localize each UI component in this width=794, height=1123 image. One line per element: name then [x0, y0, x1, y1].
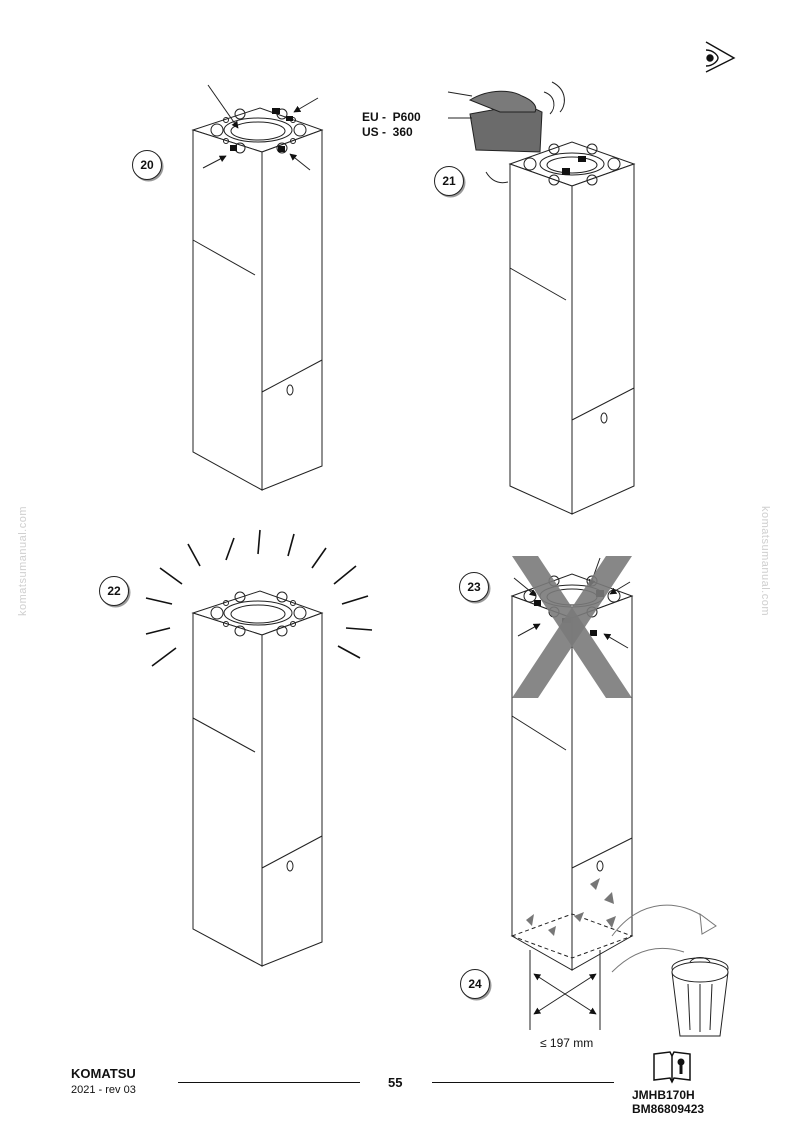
footer-rule-right [432, 1082, 614, 1083]
trash-bin-icon [671, 957, 729, 1037]
column-step-23 [510, 556, 717, 1030]
watermark-right: komatsumanual.com [759, 506, 771, 616]
us-grit: 360 [392, 125, 413, 139]
step-20-badge: 20 [132, 150, 162, 180]
eu-grit: P600 [392, 110, 421, 124]
document-number: BM86809423 [632, 1102, 705, 1116]
us-label: US - [362, 125, 386, 139]
model-code: JMHB170H [632, 1088, 695, 1102]
step-21-badge: 21 [434, 166, 464, 196]
eu-label: EU - [362, 110, 386, 124]
footer-rule-left [178, 1082, 360, 1083]
abrasive-grit-label: EU - P600 US - 360 [362, 110, 421, 140]
prohibited-x-icon [512, 556, 632, 698]
manual-book-icon [653, 1051, 691, 1084]
page-number: 55 [388, 1075, 403, 1090]
revision: 2021 - rev 03 [71, 1084, 136, 1096]
step-23-badge: 23 [459, 572, 489, 602]
document-code: JMHB170H BM86809423 [632, 1088, 704, 1116]
step-22-badge: 22 [99, 576, 129, 606]
column-step-20 [191, 84, 324, 491]
eye-inspect-icon [705, 41, 736, 73]
cut-length-dimension: ≤ 197 mm [540, 1036, 594, 1050]
brand-name: KOMATSU [71, 1066, 136, 1081]
column-step-22 [145, 529, 373, 967]
column-step-21 [447, 81, 636, 515]
step-24-badge: 24 [460, 969, 490, 999]
watermark-left: komatsumanual.com [17, 506, 29, 616]
